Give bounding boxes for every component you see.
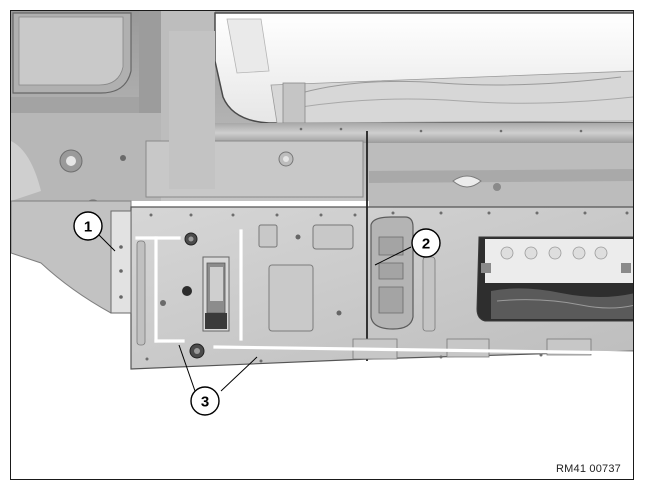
cut-lines [135,229,633,355]
callout-3: 3 [190,386,220,416]
rear-panel [110,131,633,370]
illustration-frame: 1 2 3 RM41 00737 [10,10,634,480]
callout-1-label: 1 [84,219,92,236]
reference-code: RM41 00737 [556,463,621,475]
weld-dots [145,127,629,363]
body-panel-illustration: 1 2 3 [11,11,633,416]
callout-2-label: 2 [422,236,430,253]
callout-1: 1 [73,211,103,241]
leader-lines [96,232,412,392]
upper-body-structure [11,11,633,219]
callout-3-label: 3 [201,394,209,411]
callout-2: 2 [411,228,441,258]
